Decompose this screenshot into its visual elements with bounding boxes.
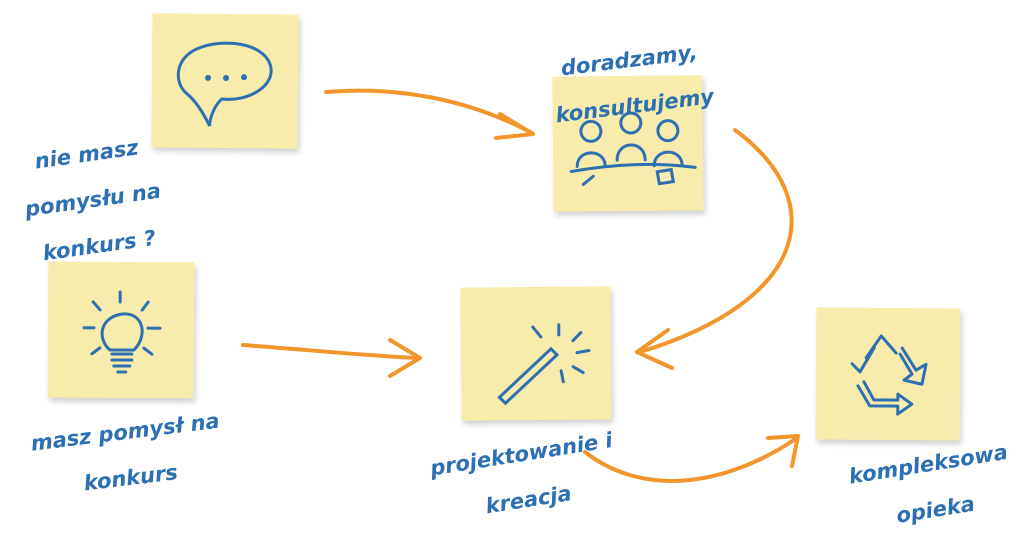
recycle-arrows-icon bbox=[850, 334, 928, 416]
arrow-design-to-care bbox=[583, 436, 799, 483]
sticky-note-design bbox=[460, 286, 612, 421]
label-line: nie masz bbox=[33, 135, 140, 174]
label-line: kompleksowa bbox=[847, 439, 1010, 489]
light-bulb-icon bbox=[82, 290, 162, 374]
arrow-have-idea-to-design bbox=[241, 343, 420, 360]
label-line: doradzamy, bbox=[559, 39, 699, 81]
arrow-have-idea-to-design-head bbox=[388, 338, 422, 378]
arrow-design-to-care-head bbox=[766, 434, 800, 468]
label-line: kreacja bbox=[483, 481, 574, 519]
speech-bubble-icon bbox=[176, 41, 273, 127]
meeting-people-icon bbox=[569, 111, 697, 186]
arrow-idea-to-consult-head bbox=[494, 112, 535, 140]
label-consult: doradzamy, konsultujemy bbox=[526, 14, 739, 153]
sticky-note-consult bbox=[552, 75, 704, 212]
label-no-idea: nie masz pomysłu na konkurs ? bbox=[0, 109, 188, 292]
arrow-consult-to-design-head bbox=[635, 328, 674, 370]
label-line: pomysłu na bbox=[23, 178, 163, 222]
sticky-note-care bbox=[815, 307, 961, 441]
sticky-note-have-idea bbox=[47, 261, 195, 399]
label-line: masz pomysł na bbox=[29, 408, 221, 456]
label-line: projektowanie i bbox=[428, 428, 615, 481]
magic-wand-icon bbox=[497, 323, 591, 406]
label-line: konsultujemy bbox=[554, 84, 716, 128]
label-line: opieka bbox=[894, 491, 977, 528]
arrow-idea-to-consult bbox=[324, 88, 534, 135]
arrow-consult-to-design bbox=[638, 128, 794, 354]
label-line: konkurs bbox=[82, 460, 180, 496]
sticky-note-no-idea bbox=[151, 13, 299, 149]
label-line: konkurs ? bbox=[41, 225, 158, 266]
flow-arrows bbox=[241, 88, 800, 483]
